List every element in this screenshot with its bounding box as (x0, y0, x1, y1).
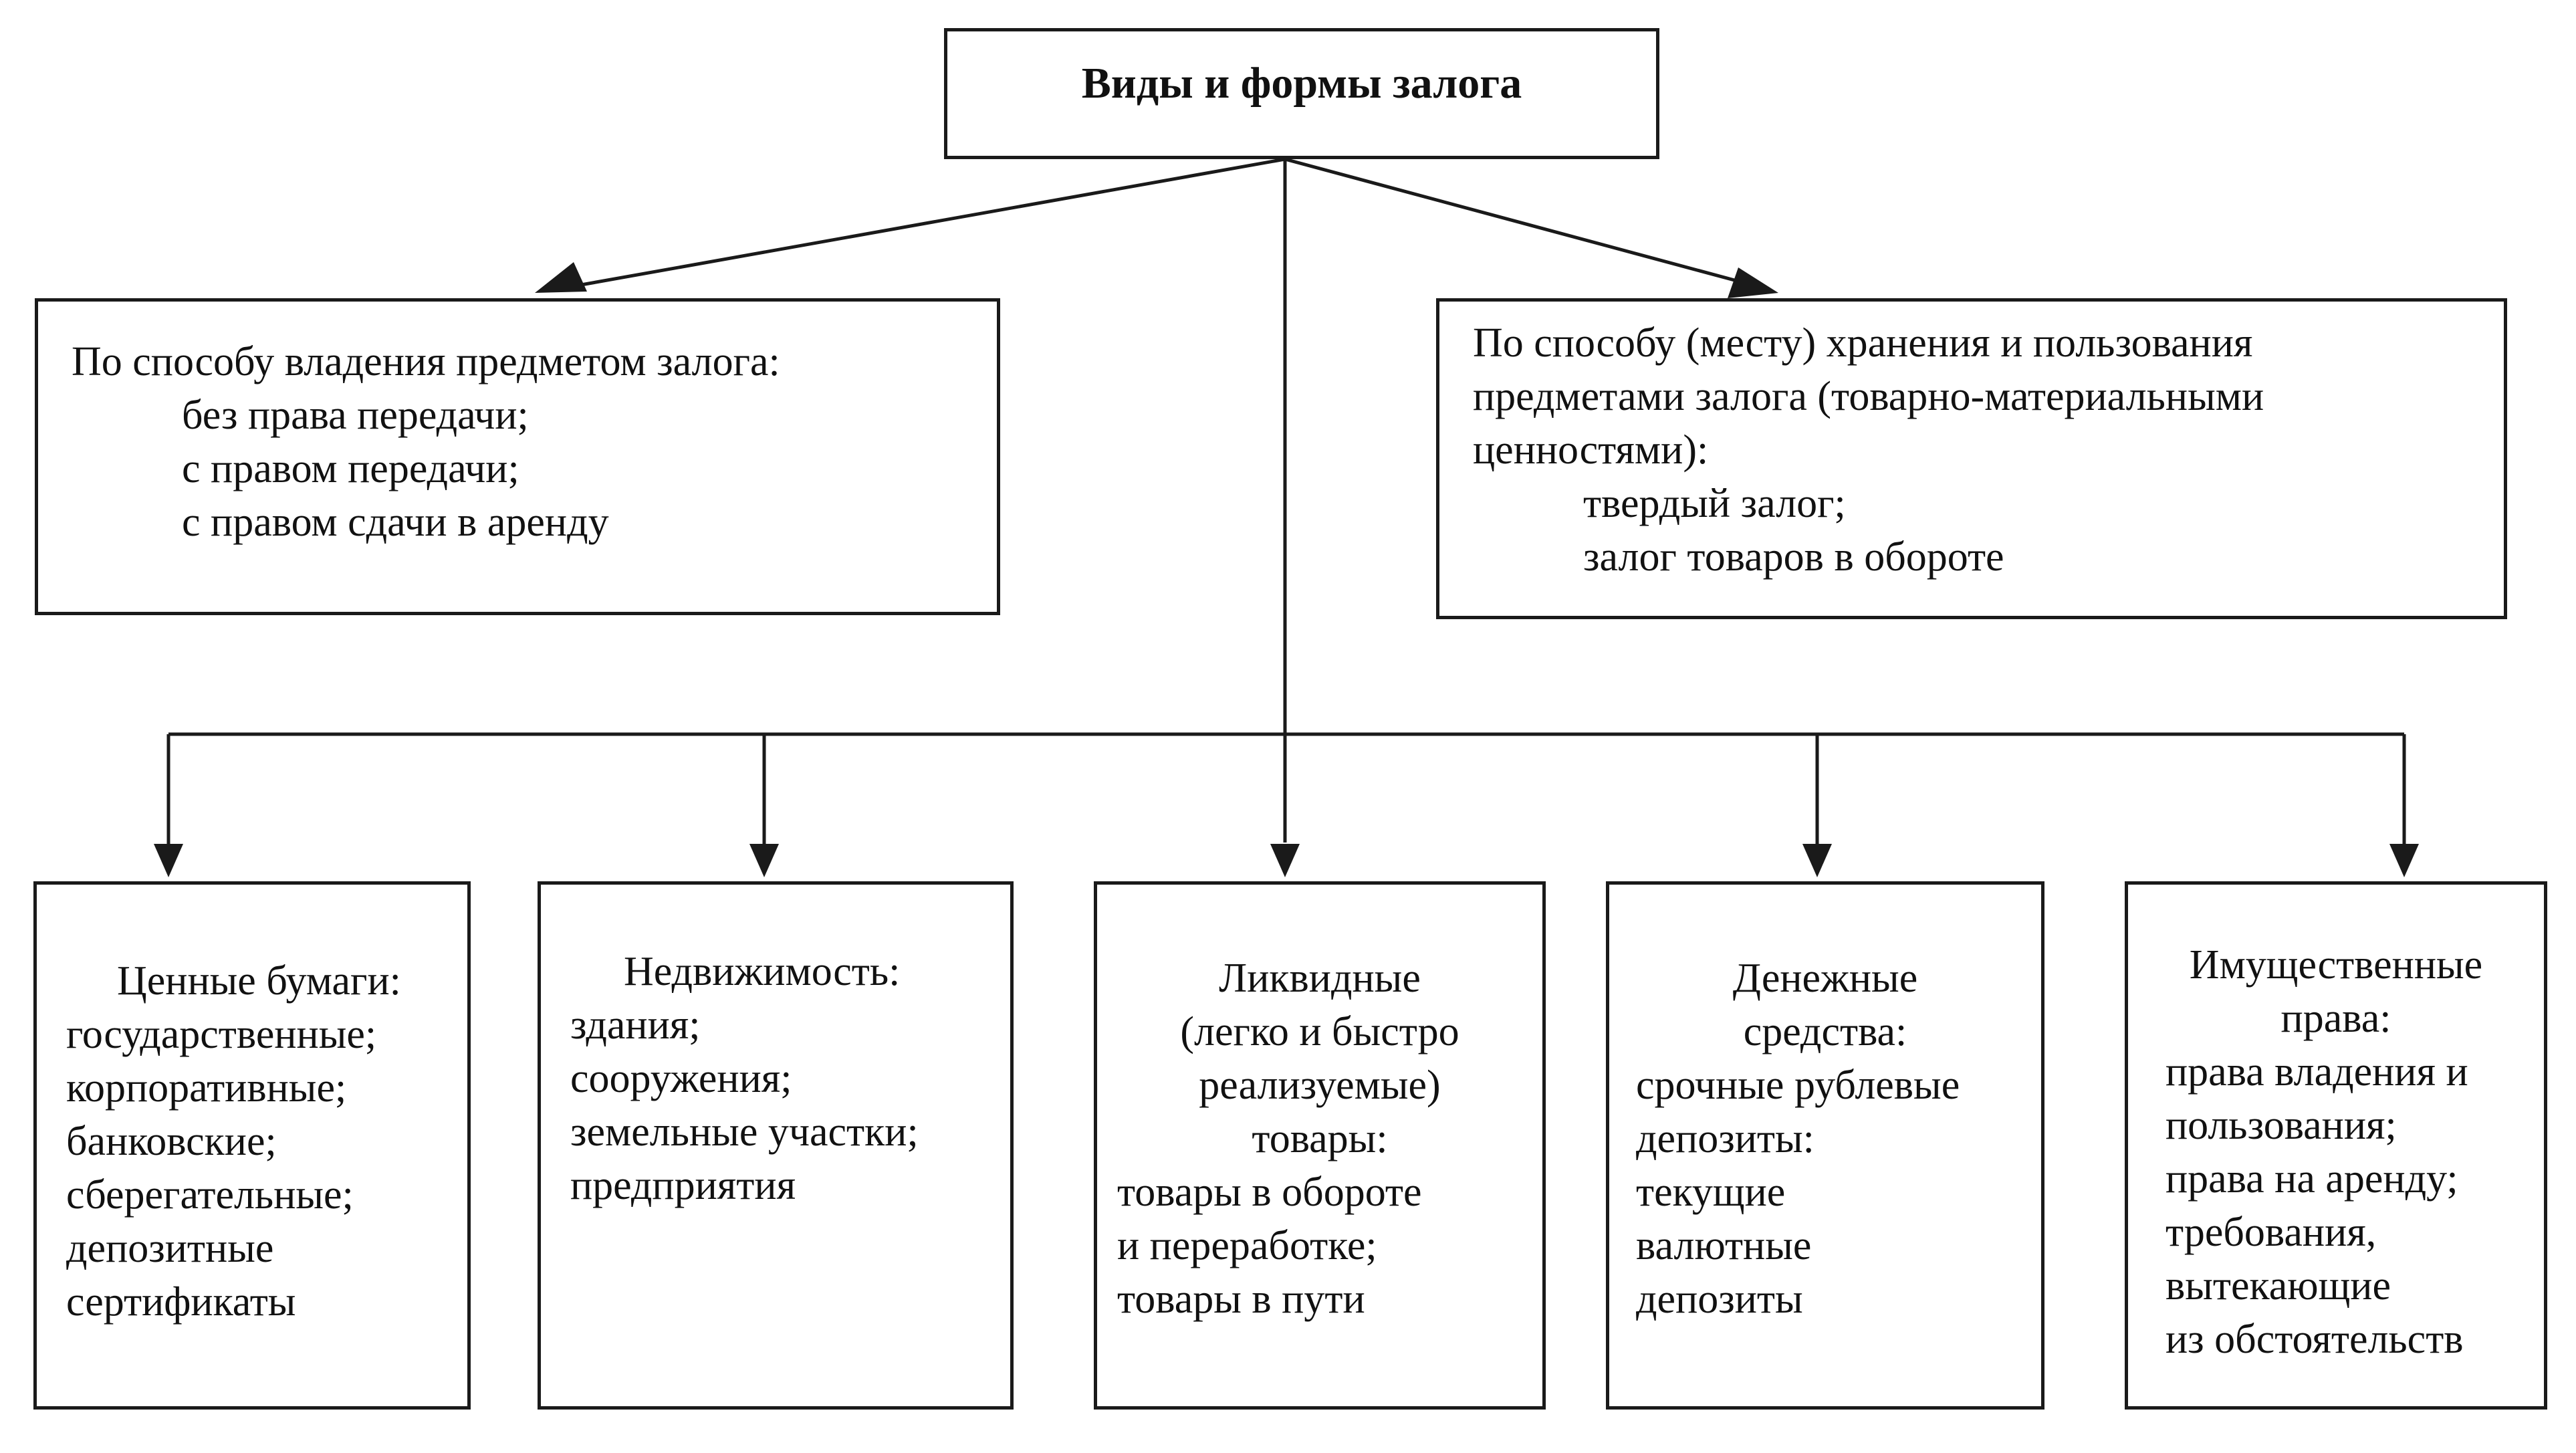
connector-title-to-ownership (573, 157, 1286, 288)
real-estate-item: предприятия (570, 1163, 796, 1208)
ownership-box: По способу владения предметом залога: бе… (35, 298, 1000, 615)
ownership-heading: По способу владения предметом залога: (72, 339, 780, 384)
securities-item: депозитные (66, 1226, 274, 1271)
storage-box: По способу (месту) хранения и пользовани… (1436, 298, 2507, 619)
property-rights-heading-line: права: (2280, 996, 2391, 1041)
property-rights-item: из обстоятельств (2165, 1317, 2464, 1362)
cash-heading-line: средства: (1743, 1009, 1907, 1054)
liquid-goods-item: товары в обороте (1117, 1169, 1422, 1215)
liquid-goods-item: товары в пути (1117, 1276, 1365, 1322)
real-estate-heading: Недвижимость: (624, 949, 901, 994)
ownership-item: с правом сдачи в аренду (182, 499, 609, 545)
arrowhead-liquid-goods (1270, 844, 1300, 877)
liquid-goods-heading-line: реализуемые) (1199, 1063, 1441, 1108)
real-estate-item: здания; (570, 1002, 701, 1048)
connector-title-to-storage (1284, 157, 1738, 283)
cash-item: депозиты (1636, 1276, 1803, 1322)
liquid-goods-box: Ликвидные (легко и быстро реализуемые) т… (1094, 881, 1546, 1410)
cash-heading-line: Денежные (1732, 956, 1918, 1001)
property-rights-heading-line: Имущественные (2189, 942, 2483, 988)
cash-item: депозиты: (1636, 1116, 1814, 1161)
storage-heading-line: ценностями): (1473, 427, 1709, 473)
diagram-title: Виды и формы залога (1081, 59, 1522, 108)
ownership-item: с правом передачи; (182, 446, 519, 491)
liquid-goods-heading-line: товары: (1252, 1116, 1388, 1161)
storage-heading-line: предметами залога (товарно-материальными (1473, 374, 2264, 419)
real-estate-box: Недвижимость: здания; сооружения; земель… (538, 881, 1014, 1410)
liquid-goods-item: и переработке; (1117, 1223, 1377, 1268)
securities-item: сертификаты (66, 1279, 296, 1325)
cash-item: срочные рублевые (1636, 1063, 1960, 1108)
liquid-goods-heading-line: Ликвидные (1219, 956, 1421, 1001)
storage-item: залог товаров в обороте (1583, 534, 2004, 580)
property-rights-item: права владения и (2165, 1049, 2468, 1095)
storage-heading-line: По способу (месту) хранения и пользовани… (1473, 320, 2253, 366)
securities-item: корпоративные; (66, 1065, 347, 1111)
arrowhead-property-rights (2389, 844, 2419, 877)
securities-item: сберегательные; (66, 1172, 354, 1218)
storage-item: твердый залог; (1583, 481, 1846, 526)
property-rights-item: требования, (2165, 1210, 2377, 1255)
arrowhead-ownership (535, 262, 587, 293)
title-box: Виды и формы залога (944, 28, 1659, 159)
property-rights-item: права на аренду; (2165, 1156, 2458, 1202)
real-estate-item: земельные участки; (570, 1109, 919, 1155)
property-rights-box: Имущественные права: права владения и по… (2125, 881, 2547, 1410)
cash-item: текущие (1636, 1169, 1786, 1215)
ownership-item: без права передачи; (182, 393, 529, 438)
securities-heading: Ценные бумаги: (117, 958, 401, 1004)
arrowhead-cash (1802, 844, 1832, 877)
arrowhead-real-estate (749, 844, 779, 877)
arrowhead-securities (154, 844, 183, 877)
cash-item: валютные (1636, 1223, 1812, 1268)
securities-item: государственные; (66, 1012, 377, 1057)
securities-item: банковские; (66, 1119, 277, 1164)
arrowhead-storage (1728, 267, 1778, 298)
securities-box: Ценные бумаги: государственные; корпорат… (33, 881, 471, 1410)
real-estate-item: сооружения; (570, 1056, 792, 1101)
property-rights-item: пользования; (2165, 1103, 2397, 1148)
cash-box: Денежные средства: срочные рублевые депо… (1606, 881, 2044, 1410)
liquid-goods-heading-line: (легко и быстро (1180, 1009, 1459, 1054)
property-rights-item: вытекающие (2165, 1263, 2391, 1309)
